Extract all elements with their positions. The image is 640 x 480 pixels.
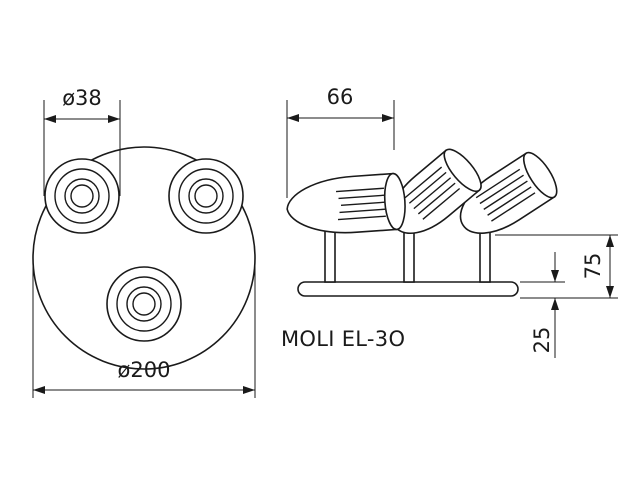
- spot-head-left: [286, 172, 406, 234]
- spot-head-right: [459, 151, 558, 234]
- side-stems: [324, 225, 491, 283]
- side-view: 66 75 25 MOLI EL-3O: [281, 85, 618, 358]
- base-height-label: 25: [530, 327, 554, 354]
- base-diameter-label: ø200: [118, 358, 171, 382]
- spot-diameter-label: ø38: [62, 86, 102, 110]
- dimension-spot-diameter: ø38: [43, 86, 121, 196]
- dimension-height: 75: [495, 234, 618, 299]
- spot-bottom: [106, 266, 182, 342]
- spot-top-right: [168, 158, 244, 234]
- height-label: 75: [581, 253, 605, 280]
- width-label: 66: [327, 85, 354, 109]
- dimension-base-height: 25: [520, 252, 565, 358]
- top-view: ø38 ø200: [32, 86, 256, 398]
- spot-head-middle: [390, 148, 482, 234]
- spot-top-left: [44, 158, 120, 234]
- side-base-plate: [297, 281, 519, 297]
- model-name: MOLI EL-3O: [281, 327, 405, 351]
- dimension-width: 66: [286, 85, 395, 198]
- dimension-base-diameter: ø200: [32, 258, 256, 398]
